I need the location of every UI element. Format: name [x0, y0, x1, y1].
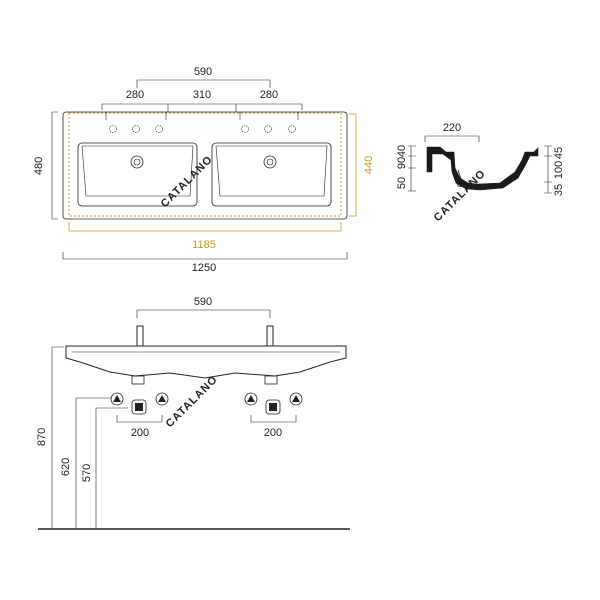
dim-480: 480	[33, 157, 45, 175]
tap-hole	[264, 125, 272, 133]
dim-1185: 1185	[192, 239, 216, 251]
dim-side-right-bottom: 35	[553, 184, 565, 196]
dim-440: 440	[363, 156, 375, 174]
tap-hole	[155, 125, 163, 133]
right-valve-group	[244, 392, 303, 415]
left-drain	[130, 155, 144, 169]
left-drain-stub	[131, 375, 145, 385]
basin-outline-top	[62, 111, 348, 220]
dim-side-right-mid: 100	[553, 161, 565, 179]
basin-section-profile	[426, 146, 539, 191]
tap-hole	[109, 125, 117, 133]
dim-side-left-top: 40	[396, 145, 408, 157]
dim-200-right: 200	[264, 427, 282, 439]
dim-590-top: 590	[194, 66, 212, 78]
right-bowl	[211, 142, 332, 207]
watermark-top: CATALANO	[159, 153, 216, 210]
dim-220: 220	[443, 122, 461, 134]
dim-310: 310	[193, 89, 211, 101]
dim-590-front: 590	[194, 296, 212, 308]
dim-side-left-bottom: 50	[396, 177, 408, 189]
basin-front	[65, 345, 347, 379]
tap-hole	[288, 125, 296, 133]
dim-280-right: 280	[260, 89, 278, 101]
dim-620: 620	[60, 458, 72, 476]
tap-hole	[132, 125, 140, 133]
countertop-dashed-outline	[68, 112, 342, 217]
front-view: 590 200 2	[36, 296, 350, 530]
right-drain	[263, 155, 277, 169]
dim-side-right-top: 45	[553, 147, 565, 159]
left-faucet	[136, 325, 144, 347]
right-drain-stub	[264, 375, 278, 385]
top-view: 590 280 310 280 480 440 1185 1250	[33, 66, 375, 274]
tap-hole	[241, 125, 249, 133]
right-faucet	[266, 325, 274, 347]
side-section: 220 40 90 50 45 100 35	[396, 122, 565, 196]
dim-side-left-mid: 90	[396, 157, 408, 169]
watermark-front: CATALANO	[164, 373, 221, 430]
dim-570: 570	[81, 464, 93, 482]
left-bowl	[77, 142, 198, 207]
left-valve-group	[110, 392, 169, 415]
dim-1250: 1250	[192, 262, 216, 274]
dim-200-left: 200	[131, 427, 149, 439]
dim-280-left: 280	[126, 89, 144, 101]
dim-870: 870	[36, 428, 48, 446]
